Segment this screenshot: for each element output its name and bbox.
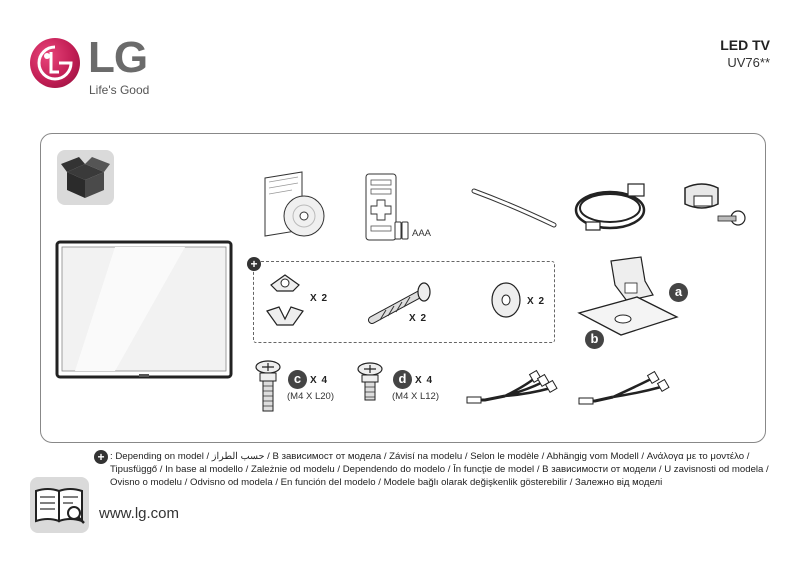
stand-badge-b: b (585, 330, 604, 349)
model-note: : Depending on model / حسب الطراز / В за… (110, 451, 769, 488)
product-title: LED TV (720, 37, 770, 53)
lg-logo-icon (30, 38, 80, 88)
screw-d-qty: X 4 (415, 375, 434, 386)
tv-icon (55, 240, 233, 379)
plus-icon: + (247, 257, 261, 271)
components-panel (40, 133, 766, 443)
note-plus-icon: + (94, 450, 108, 464)
screw-c-icon (255, 360, 281, 412)
brand-logo-text: LG (88, 33, 148, 82)
screw-c-badge: c (288, 370, 307, 389)
website-link[interactable]: www.lg.com (99, 505, 180, 522)
stand-icon (577, 256, 679, 336)
av-cable-icon-1 (466, 369, 558, 404)
remote-icon (365, 173, 397, 241)
product-model: UV76** (727, 55, 770, 70)
screw-d-icon (357, 362, 383, 401)
battery-label: AAA (412, 228, 432, 239)
cable-holder-icon (684, 183, 746, 226)
power-cord-icon (574, 183, 646, 231)
brand-tagline: Life's Good (89, 83, 150, 97)
manual-cd-icon (264, 171, 325, 237)
manual-book-icon (30, 477, 89, 533)
screw-c-spec: (M4 X L20) (287, 391, 334, 402)
av-cable-icon-2 (578, 370, 670, 405)
washer-qty: X 2 (527, 296, 546, 307)
screw-c-qty: X 4 (310, 375, 329, 386)
battery-icon (394, 221, 409, 240)
wing-nut-qty: X 2 (310, 293, 329, 304)
box-icon (57, 150, 114, 205)
cable-tie-icon (471, 188, 557, 228)
stand-badge-a: a (669, 283, 688, 302)
magnifier-icon (67, 506, 81, 520)
long-screw-qty: X 2 (409, 313, 428, 324)
optional-parts-area (253, 261, 555, 343)
screw-d-spec: (M4 X L12) (392, 391, 439, 402)
long-screw-icon (368, 282, 431, 324)
wing-nut-icon (266, 274, 304, 326)
screw-d-badge: d (393, 370, 412, 389)
washer-icon (491, 282, 521, 318)
